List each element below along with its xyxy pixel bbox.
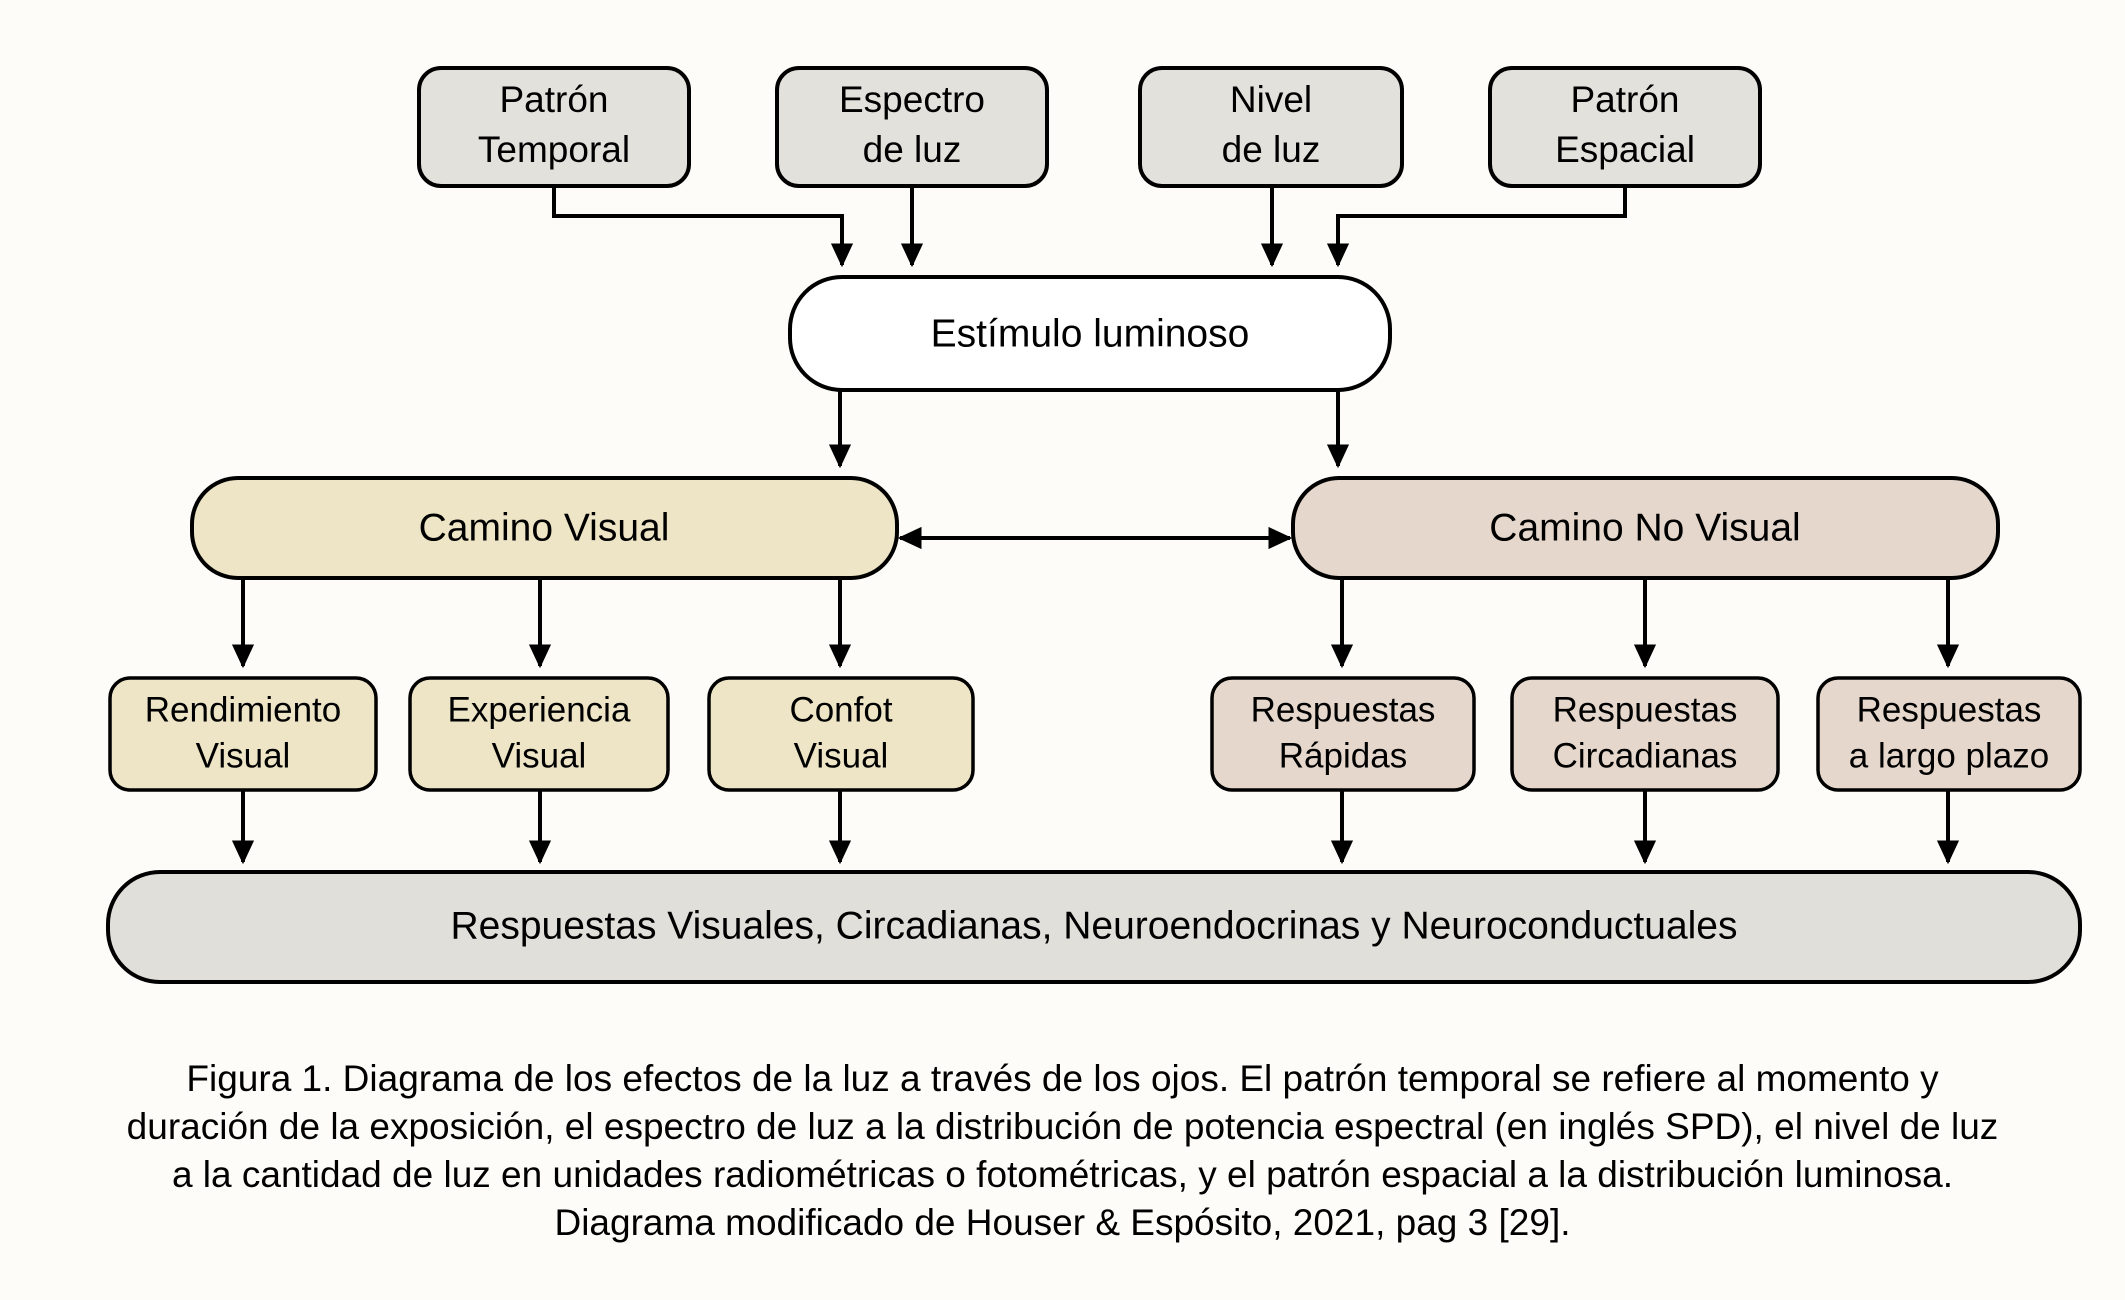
node-estimulo-luminoso[interactable]: Estímulo luminoso	[788, 275, 1392, 392]
node-espectro-de-luz[interactable]: Espectro de luz	[775, 66, 1049, 188]
edge-patron-espacial-to-estimulo	[1326, 186, 1627, 268]
confot-visual-line1: Confot	[789, 690, 892, 729]
respuestas-circadianas-line2: Circadianas	[1553, 736, 1738, 775]
nivel-de-luz-line1: Nivel	[1230, 79, 1312, 120]
experiencia-visual-line1: Experiencia	[448, 690, 631, 729]
node-nivel-de-luz[interactable]: Nivel de luz	[1138, 66, 1404, 188]
node-respuestas-rapidas[interactable]: Respuestas Rápidas	[1210, 676, 1476, 792]
node-confot-visual[interactable]: Confot Visual	[707, 676, 975, 792]
confot-visual-line2: Visual	[794, 736, 889, 775]
node-camino-visual[interactable]: Camino Visual	[190, 476, 899, 580]
experiencia-visual-line2: Visual	[492, 736, 587, 775]
respuestas-rapidas-line2: Rápidas	[1279, 736, 1407, 775]
node-experiencia-visual[interactable]: Experiencia Visual	[408, 676, 670, 792]
nivel-de-luz-line2: de luz	[1222, 129, 1321, 170]
node-rendimiento-visual[interactable]: Rendimiento Visual	[108, 676, 378, 792]
respuestas-totales-label: Respuestas Visuales, Circadianas, Neuroe…	[451, 904, 1738, 947]
estimulo-luminoso-label: Estímulo luminoso	[931, 312, 1250, 355]
espectro-de-luz-line1: Espectro	[839, 79, 985, 120]
node-patron-temporal[interactable]: Patrón Temporal	[417, 66, 691, 188]
node-respuestas-totales[interactable]: Respuestas Visuales, Circadianas, Neuroe…	[106, 870, 2082, 984]
node-camino-no-visual[interactable]: Camino No Visual	[1291, 476, 2000, 580]
node-patron-espacial[interactable]: Patrón Espacial	[1488, 66, 1762, 188]
respuestas-largo-plazo-line1: Respuestas	[1857, 690, 2042, 729]
edge-patron-temporal-to-estimulo	[552, 186, 854, 268]
respuestas-largo-plazo-line2: a largo plazo	[1849, 736, 2049, 775]
patron-temporal-line2: Temporal	[478, 129, 630, 170]
patron-espacial-line1: Patrón	[1570, 79, 1679, 120]
espectro-de-luz-line2: de luz	[863, 129, 962, 170]
rendimiento-visual-line2: Visual	[196, 736, 291, 775]
node-respuestas-a-largo-plazo[interactable]: Respuestas a largo plazo	[1816, 676, 2082, 792]
respuestas-circadianas-line1: Respuestas	[1553, 690, 1738, 729]
camino-no-visual-label: Camino No Visual	[1489, 506, 1800, 549]
rendimiento-visual-line1: Rendimiento	[145, 690, 342, 729]
camino-visual-label: Camino Visual	[419, 506, 670, 549]
figure-caption: Figura 1. Diagrama de los efectos de la …	[126, 1058, 1999, 1243]
respuestas-rapidas-line1: Respuestas	[1251, 690, 1436, 729]
patron-temporal-line1: Patrón	[499, 79, 608, 120]
patron-espacial-line2: Espacial	[1555, 129, 1695, 170]
node-respuestas-circadianas[interactable]: Respuestas Circadianas	[1510, 676, 1780, 792]
